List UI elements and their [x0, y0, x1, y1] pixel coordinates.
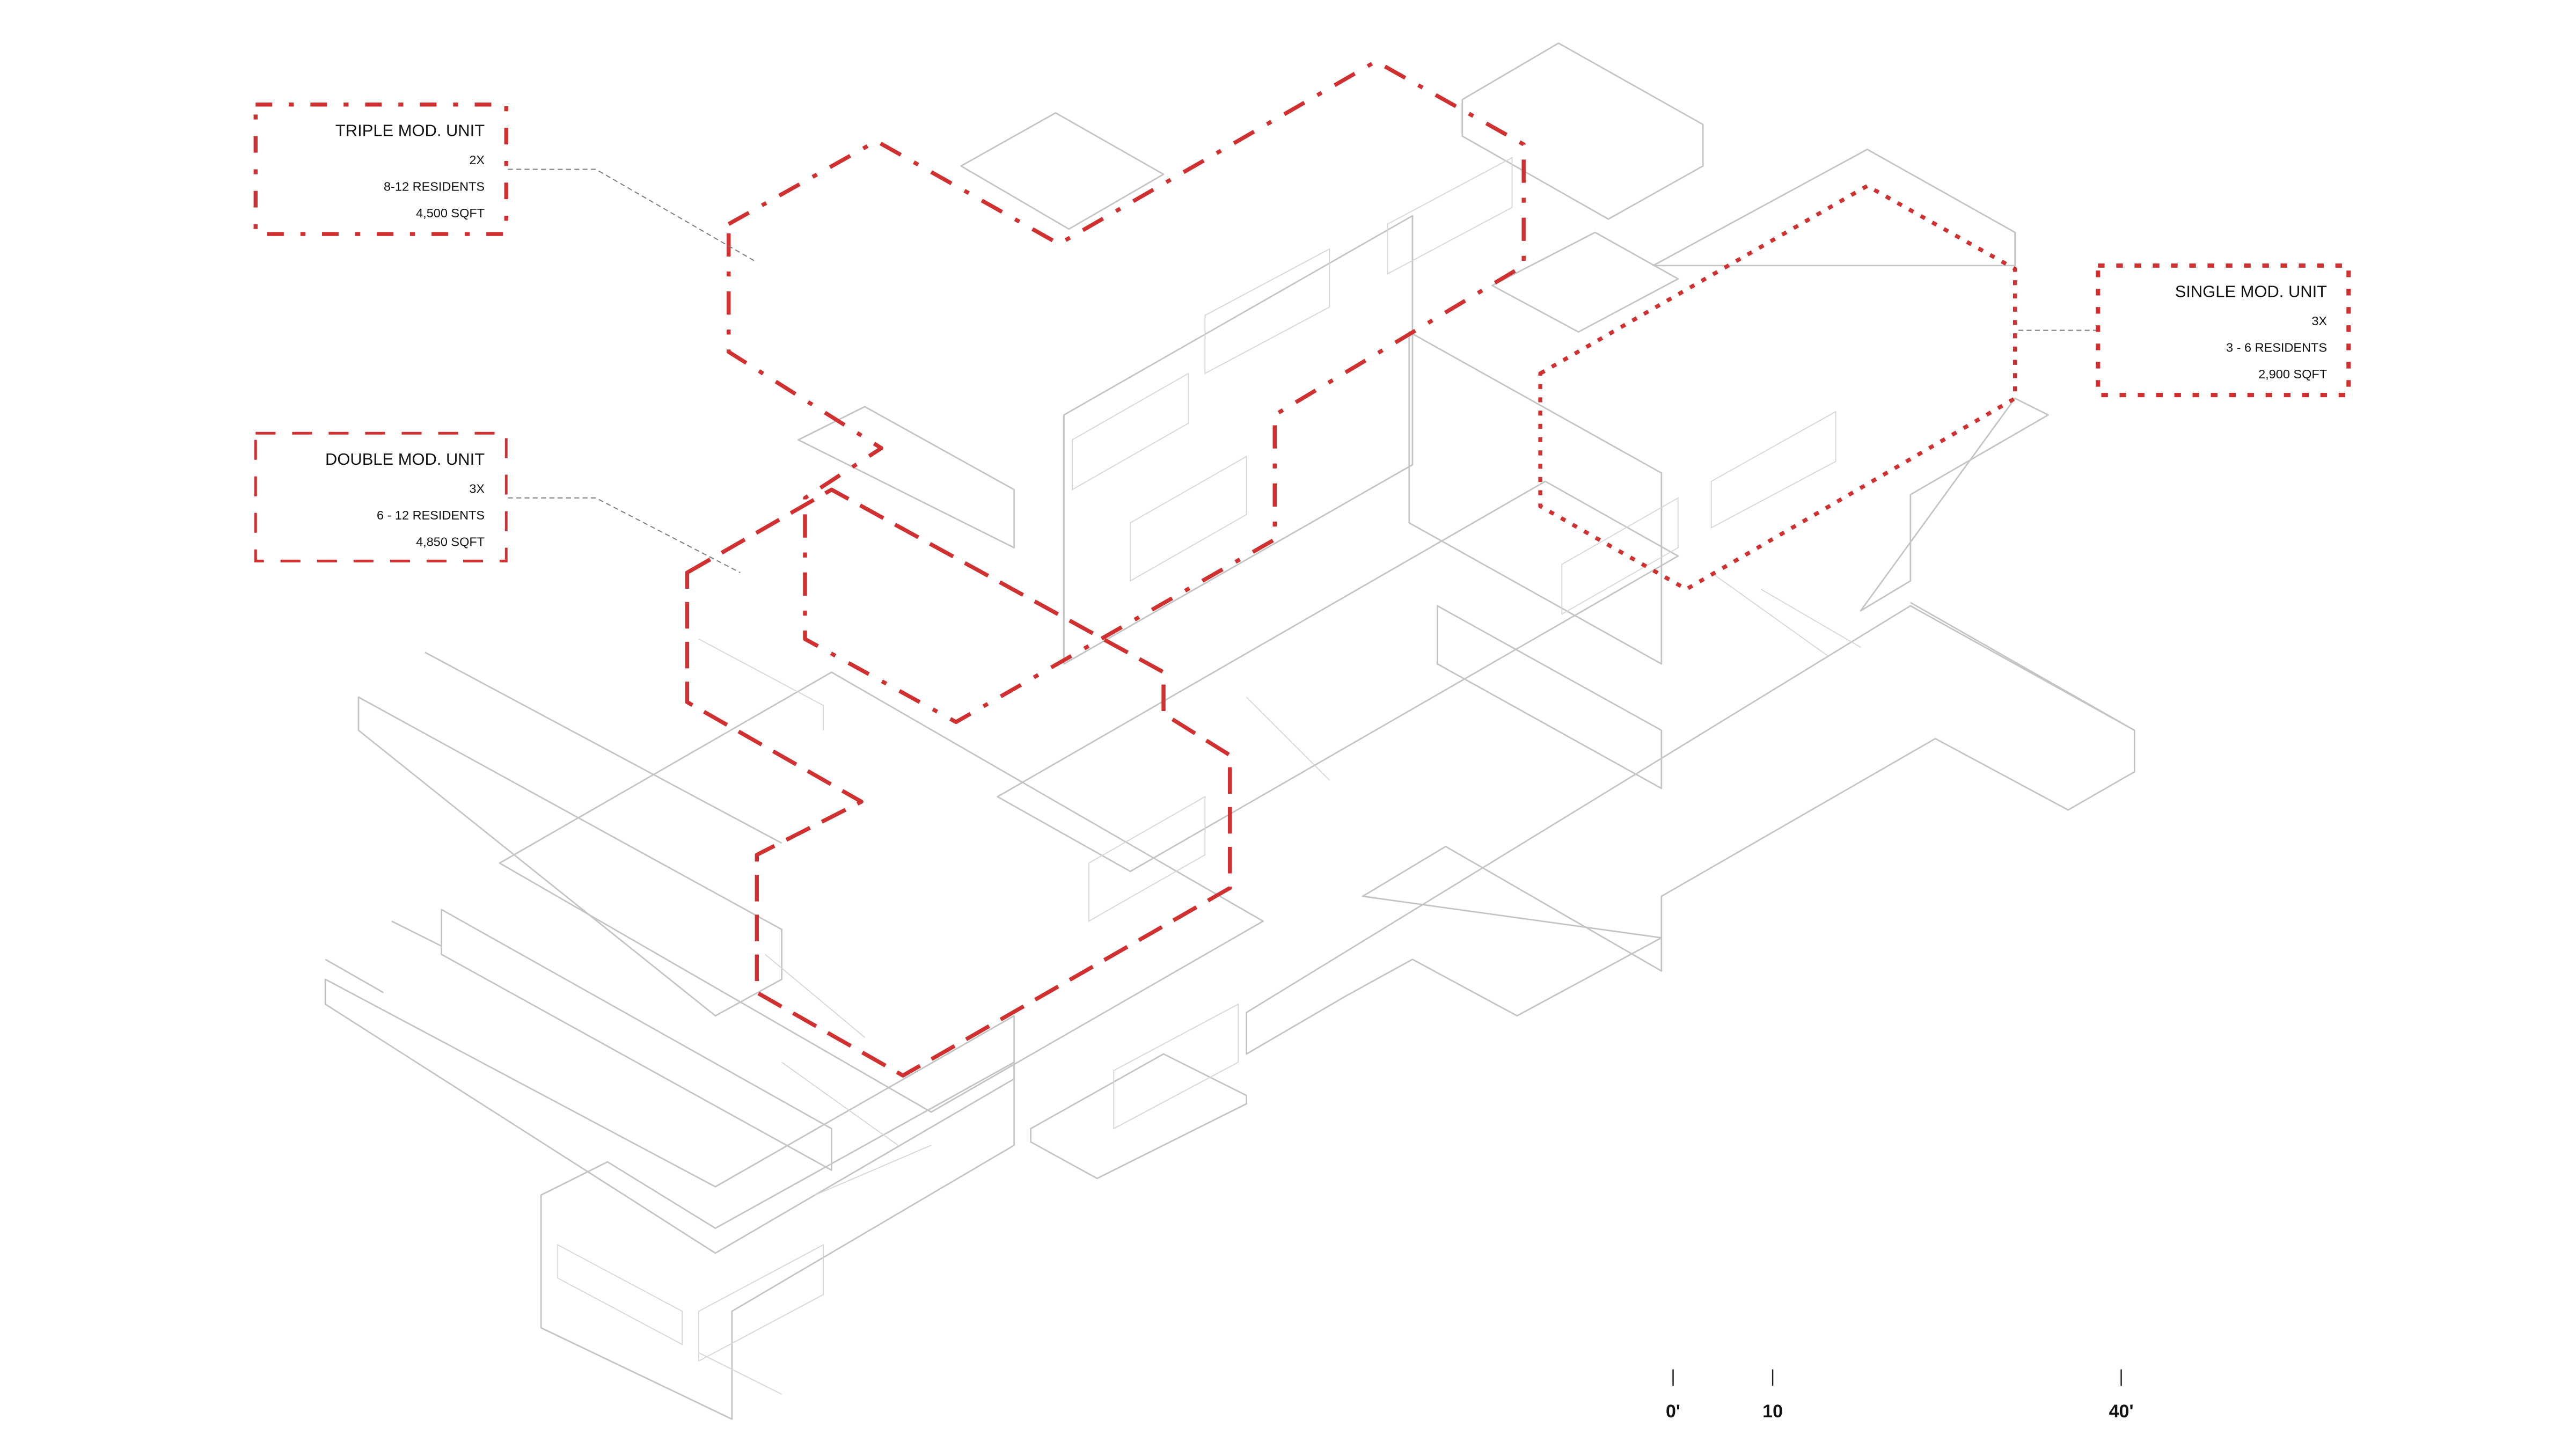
unit-count: 3X [469, 482, 485, 496]
triple-unit-outline [727, 59, 1526, 724]
scale-label: 40' [2109, 1401, 2134, 1422]
scale-label: 10 [1762, 1401, 1783, 1422]
unit-count: 3X [2311, 314, 2327, 328]
unit-title: TRIPLE MOD. UNIT [335, 121, 485, 140]
unit-residents: 6 - 12 RESIDENTS [377, 508, 485, 522]
double-unit-callout: DOUBLE MOD. UNIT 3X 6 - 12 RESIDENTS 4,8… [254, 431, 508, 562]
building-linework [324, 42, 2135, 1420]
single-unit-outline [1538, 184, 2017, 591]
unit-area: 4,500 SQFT [416, 206, 485, 220]
unit-title: DOUBLE MOD. UNIT [325, 450, 485, 469]
scale-label: 0' [1666, 1401, 1680, 1422]
unit-area: 4,850 SQFT [416, 535, 485, 549]
single-unit-callout: SINGLE MOD. UNIT 3X 3 - 6 RESIDENTS 2,90… [2096, 263, 2351, 398]
scale-bar: 0' 10 40' [1666, 1369, 2134, 1422]
triple-leader-line [508, 169, 757, 263]
double-unit-outline [685, 487, 1232, 1078]
unit-residents: 8-12 RESIDENTS [384, 180, 485, 194]
unit-area: 2,900 SQFT [2258, 367, 2327, 381]
unit-title: SINGLE MOD. UNIT [2175, 282, 2327, 301]
unit-residents: 3 - 6 RESIDENTS [2226, 341, 2327, 355]
triple-unit-callout: TRIPLE MOD. UNIT 2X 8-12 RESIDENTS 4,500… [253, 103, 509, 236]
unit-count: 2X [469, 153, 485, 167]
